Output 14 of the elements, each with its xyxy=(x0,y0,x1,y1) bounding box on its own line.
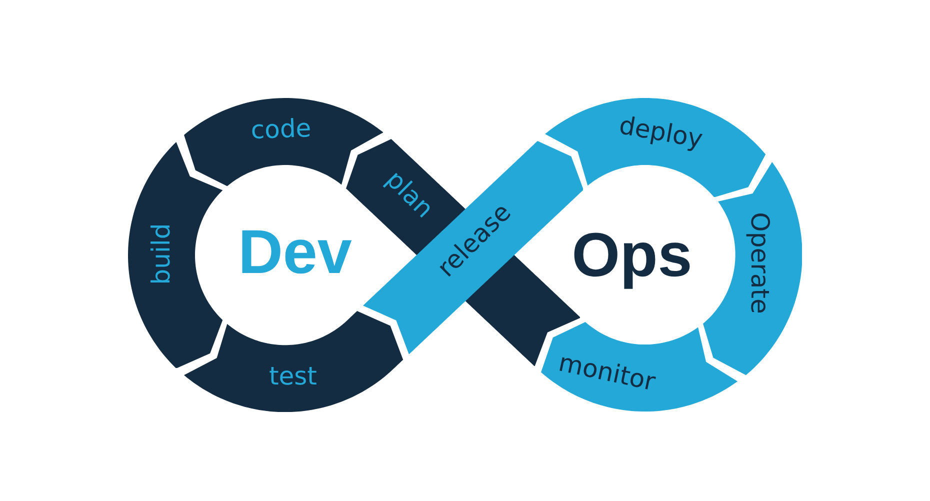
step-label: deploy xyxy=(617,112,705,152)
loop-heading: Dev xyxy=(238,222,352,284)
arrow-segment xyxy=(544,98,766,198)
step-label: code xyxy=(250,115,312,143)
step-label: build xyxy=(148,223,174,285)
arrow-segment xyxy=(184,310,403,412)
step-label: test xyxy=(268,363,317,388)
loop-heading: Ops xyxy=(572,225,692,287)
step-label: Operate xyxy=(747,212,772,314)
arrow-segment xyxy=(702,162,802,376)
step-label: monitor xyxy=(556,350,658,394)
arrow-segment xyxy=(541,322,738,412)
arrow-segment xyxy=(128,142,223,368)
arrow-segment xyxy=(184,98,384,186)
